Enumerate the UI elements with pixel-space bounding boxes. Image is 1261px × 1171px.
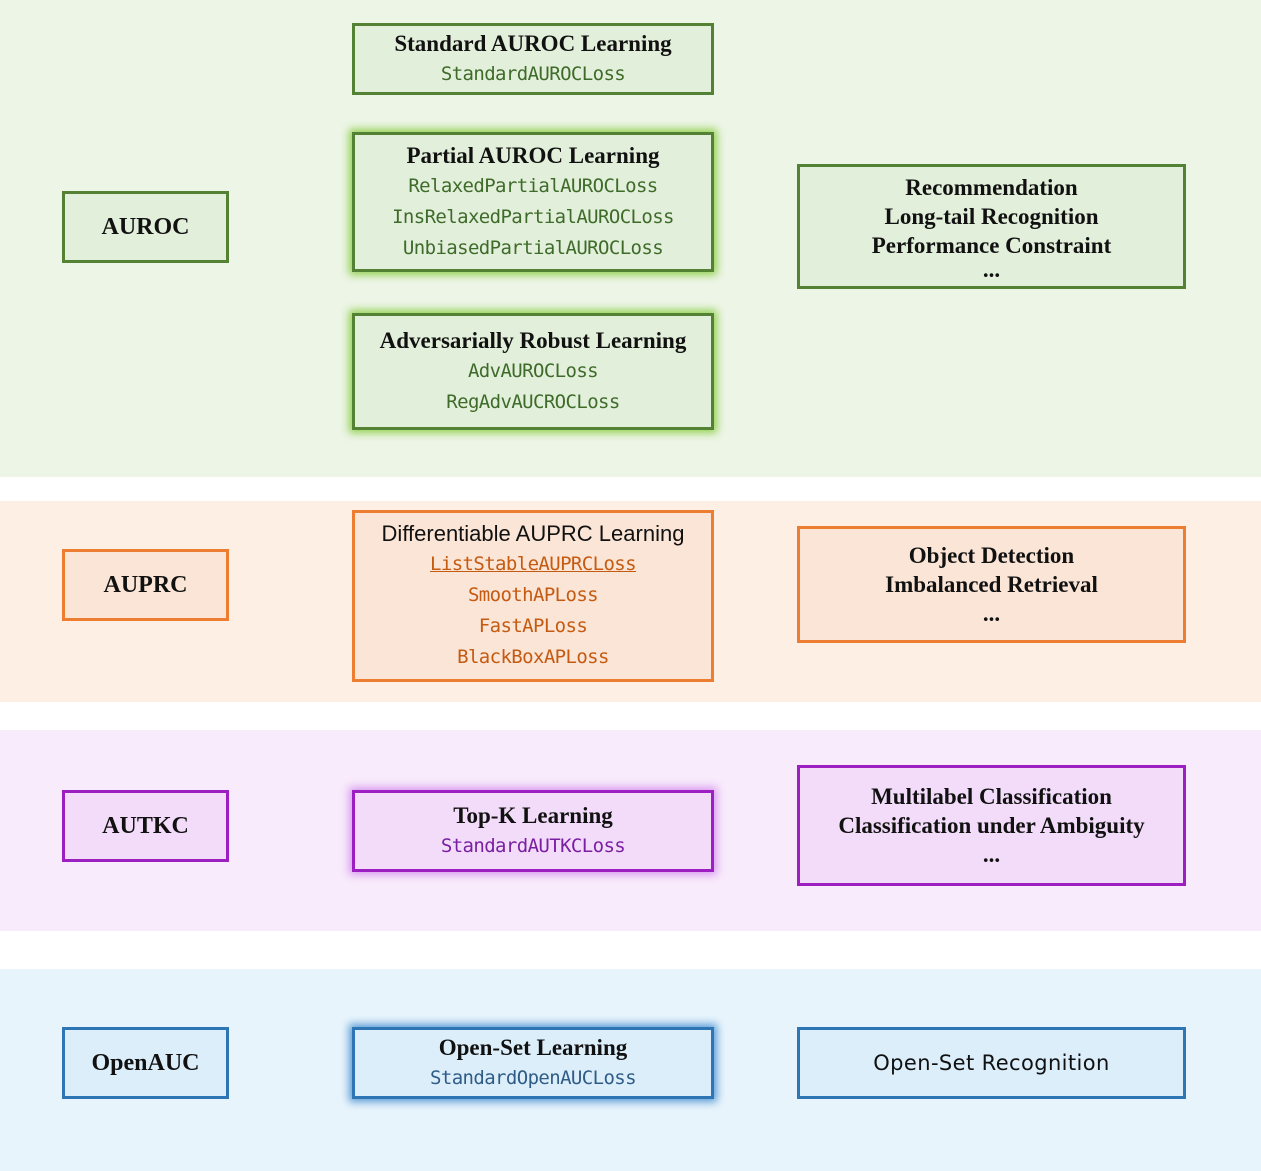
- application-item: Classification under Ambiguity: [838, 813, 1145, 838]
- auroc-label-box: AUROC: [62, 191, 229, 263]
- standard-auroc-learning-box: Standard AUROC Learning StandardAUROCLos…: [352, 23, 714, 95]
- application-item: Performance Constraint: [871, 233, 1112, 258]
- application-item: Long-tail Recognition: [884, 204, 1099, 229]
- autkc-applications-box: Multilabel Classification Classification…: [797, 765, 1186, 886]
- loss-name: StandardOpenAUCLoss: [430, 1066, 637, 1089]
- autkc-label-box: AUTKC: [62, 790, 229, 862]
- top-k-learning-title: Top-K Learning: [453, 802, 613, 828]
- application-item: Open-Set Recognition: [873, 1051, 1110, 1075]
- top-k-learning-box: Top-K Learning StandardAUTKCLoss: [352, 790, 714, 872]
- application-item: Multilabel Classification: [871, 784, 1112, 809]
- differentiable-auprc-learning-title: Differentiable AUPRC Learning: [381, 521, 685, 546]
- partial-auroc-learning-title: Partial AUROC Learning: [406, 142, 660, 168]
- loss-name: AdvAUROCLoss: [467, 359, 599, 382]
- open-set-learning-box: Open-Set Learning StandardOpenAUCLoss: [352, 1027, 714, 1099]
- openauc-label: OpenAUC: [91, 1049, 200, 1076]
- application-item: Imbalanced Retrieval: [885, 572, 1098, 597]
- loss-name: UnbiasedPartialAUROCLoss: [402, 236, 664, 259]
- autkc-label: AUTKC: [102, 812, 189, 839]
- application-ellipsis: ...: [982, 842, 1001, 867]
- loss-name: RegAdvAUCROCLoss: [446, 390, 620, 413]
- auprc-applications-box: Object Detection Imbalanced Retrieval ..…: [797, 526, 1186, 643]
- standard-auroc-learning-title: Standard AUROC Learning: [394, 30, 672, 56]
- loss-name: RelaxedPartialAUROCLoss: [408, 174, 658, 197]
- auroc-label: AUROC: [101, 213, 190, 240]
- auroc-applications-box: Recommendation Long-tail Recognition Per…: [797, 164, 1186, 289]
- differentiable-auprc-learning-box: Differentiable AUPRC Learning ListStable…: [352, 510, 714, 682]
- auprc-label: AUPRC: [103, 571, 188, 598]
- loss-name: StandardAUTKCLoss: [440, 834, 626, 857]
- application-item: Recommendation: [905, 175, 1078, 200]
- loss-name: InsRelaxedPartialAUROCLoss: [392, 205, 674, 228]
- openauc-label-box: OpenAUC: [62, 1027, 229, 1099]
- application-ellipsis: ...: [982, 601, 1001, 626]
- loss-name: StandardAUROCLoss: [440, 62, 626, 85]
- application-item: Object Detection: [908, 543, 1075, 568]
- adversarially-robust-learning-box: Adversarially Robust Learning AdvAUROCLo…: [352, 313, 714, 430]
- application-ellipsis: ...: [982, 257, 1001, 282]
- adversarially-robust-learning-title: Adversarially Robust Learning: [379, 327, 687, 353]
- open-set-learning-title: Open-Set Learning: [438, 1034, 628, 1060]
- auprc-label-box: AUPRC: [62, 549, 229, 621]
- partial-auroc-learning-box: Partial AUROC Learning RelaxedPartialAUR…: [352, 132, 714, 272]
- loss-name: BlackBoxAPLoss: [457, 646, 609, 668]
- loss-name: FastAPLoss: [478, 615, 588, 637]
- loss-name: SmoothAPLoss: [467, 584, 599, 606]
- loss-name-highlighted: ListStableAUPRCLoss: [430, 553, 637, 575]
- openauc-applications-box: Open-Set Recognition: [797, 1027, 1186, 1099]
